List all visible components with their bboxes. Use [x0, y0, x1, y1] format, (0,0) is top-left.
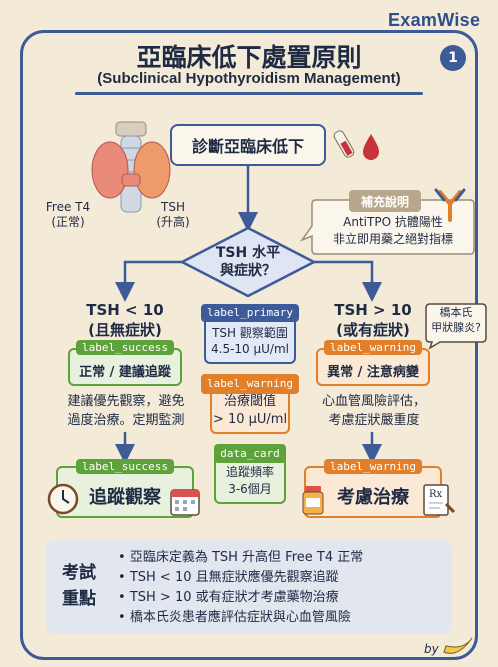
free-t4-label: Free T4 (正常): [45, 200, 91, 229]
key-points-title: 考試 重點: [62, 563, 96, 609]
brand-logo: ExamWise: [388, 10, 481, 30]
left-status-card: label_success 正常 / 建議追蹤: [68, 340, 182, 386]
center-data-tag: data_card: [214, 444, 286, 463]
side-note-title: 補充說明: [349, 190, 421, 212]
page-subtitle: (Subclinical Hypothyroidism Management): [97, 70, 401, 87]
right-status-tag: label_warning: [323, 340, 423, 355]
key-point-item: 橋本氏炎患者應評估症狀與心血管風險: [118, 608, 363, 628]
center-data-card: data_card 追蹤頻率 3-6個月: [214, 444, 286, 504]
left-result-tag: label_success: [75, 459, 175, 474]
right-result-tag: label_warning: [323, 459, 423, 474]
right-status-card: label_warning 異常 / 注意病變: [316, 340, 430, 386]
key-point-item: 亞臨床定義為 TSH 升高但 Free T4 正常: [118, 548, 363, 568]
blood-tube-icon: [333, 130, 379, 160]
center-primary-tag: label_primary: [200, 304, 300, 322]
banana-icon: [443, 637, 473, 654]
antibody-icon: [434, 188, 466, 222]
center-primary-card: label_primary TSH 觀察範圍 4.5-10 μU/ml: [200, 304, 300, 364]
right-branch-desc: 心血管風險評估， 考慮症狀嚴重度: [321, 394, 426, 428]
right-branch-header: TSH > 10 (或有症狀): [334, 301, 412, 339]
decision-text: TSH 水平 與症狀？: [215, 245, 281, 279]
decision-diamond: [179, 226, 317, 298]
tsh-label: TSH (升高): [156, 200, 190, 229]
left-branch-header: TSH < 10 (且無症狀): [86, 301, 164, 339]
key-point-item: TSH > 10 或有症狀才考慮藥物治療: [118, 588, 363, 608]
left-branch-desc: 建議優先觀察，避免 過度治療。定期監測: [67, 394, 185, 428]
clock-icon: [47, 483, 79, 515]
speech-bubble: [425, 303, 487, 350]
key-points-list: 亞臨床定義為 TSH 升高但 Free T4 正常 TSH < 10 且無症狀應…: [118, 548, 363, 628]
arrow-to-right-branch: [314, 260, 382, 302]
arrow-to-left-branch: [115, 260, 182, 302]
center-warning-tag: label_warning: [200, 374, 300, 394]
thyroid-icon: [91, 121, 171, 213]
diagnosis-box: 診斷亞臨床低下: [170, 124, 326, 166]
signature: by: [424, 642, 439, 656]
page-title: 亞臨床低下處置原則: [136, 43, 362, 72]
side-note-text: AntiTPO 抗體陽性 非立即用藥之絕對指標: [332, 215, 453, 246]
medicine-bottle-icon: [302, 486, 324, 515]
svg-text:Rx: Rx: [429, 489, 443, 500]
calendar-icon: [170, 489, 200, 516]
side-note-card: [300, 199, 475, 255]
subtitle-underline: [75, 92, 423, 95]
key-point-item: TSH < 10 且無症狀應優先觀察追蹤: [118, 568, 363, 588]
prescription-icon: Rx: [423, 484, 456, 516]
page-frame: [20, 30, 478, 660]
page-number-badge: 1: [440, 45, 466, 71]
speech-bubble-text: 橋本氏 甲狀腺炎?: [431, 306, 481, 334]
left-status-tag: label_success: [75, 340, 175, 355]
center-warning-card: label_warning 治療閾值 > 10 μU/ml: [200, 374, 300, 434]
